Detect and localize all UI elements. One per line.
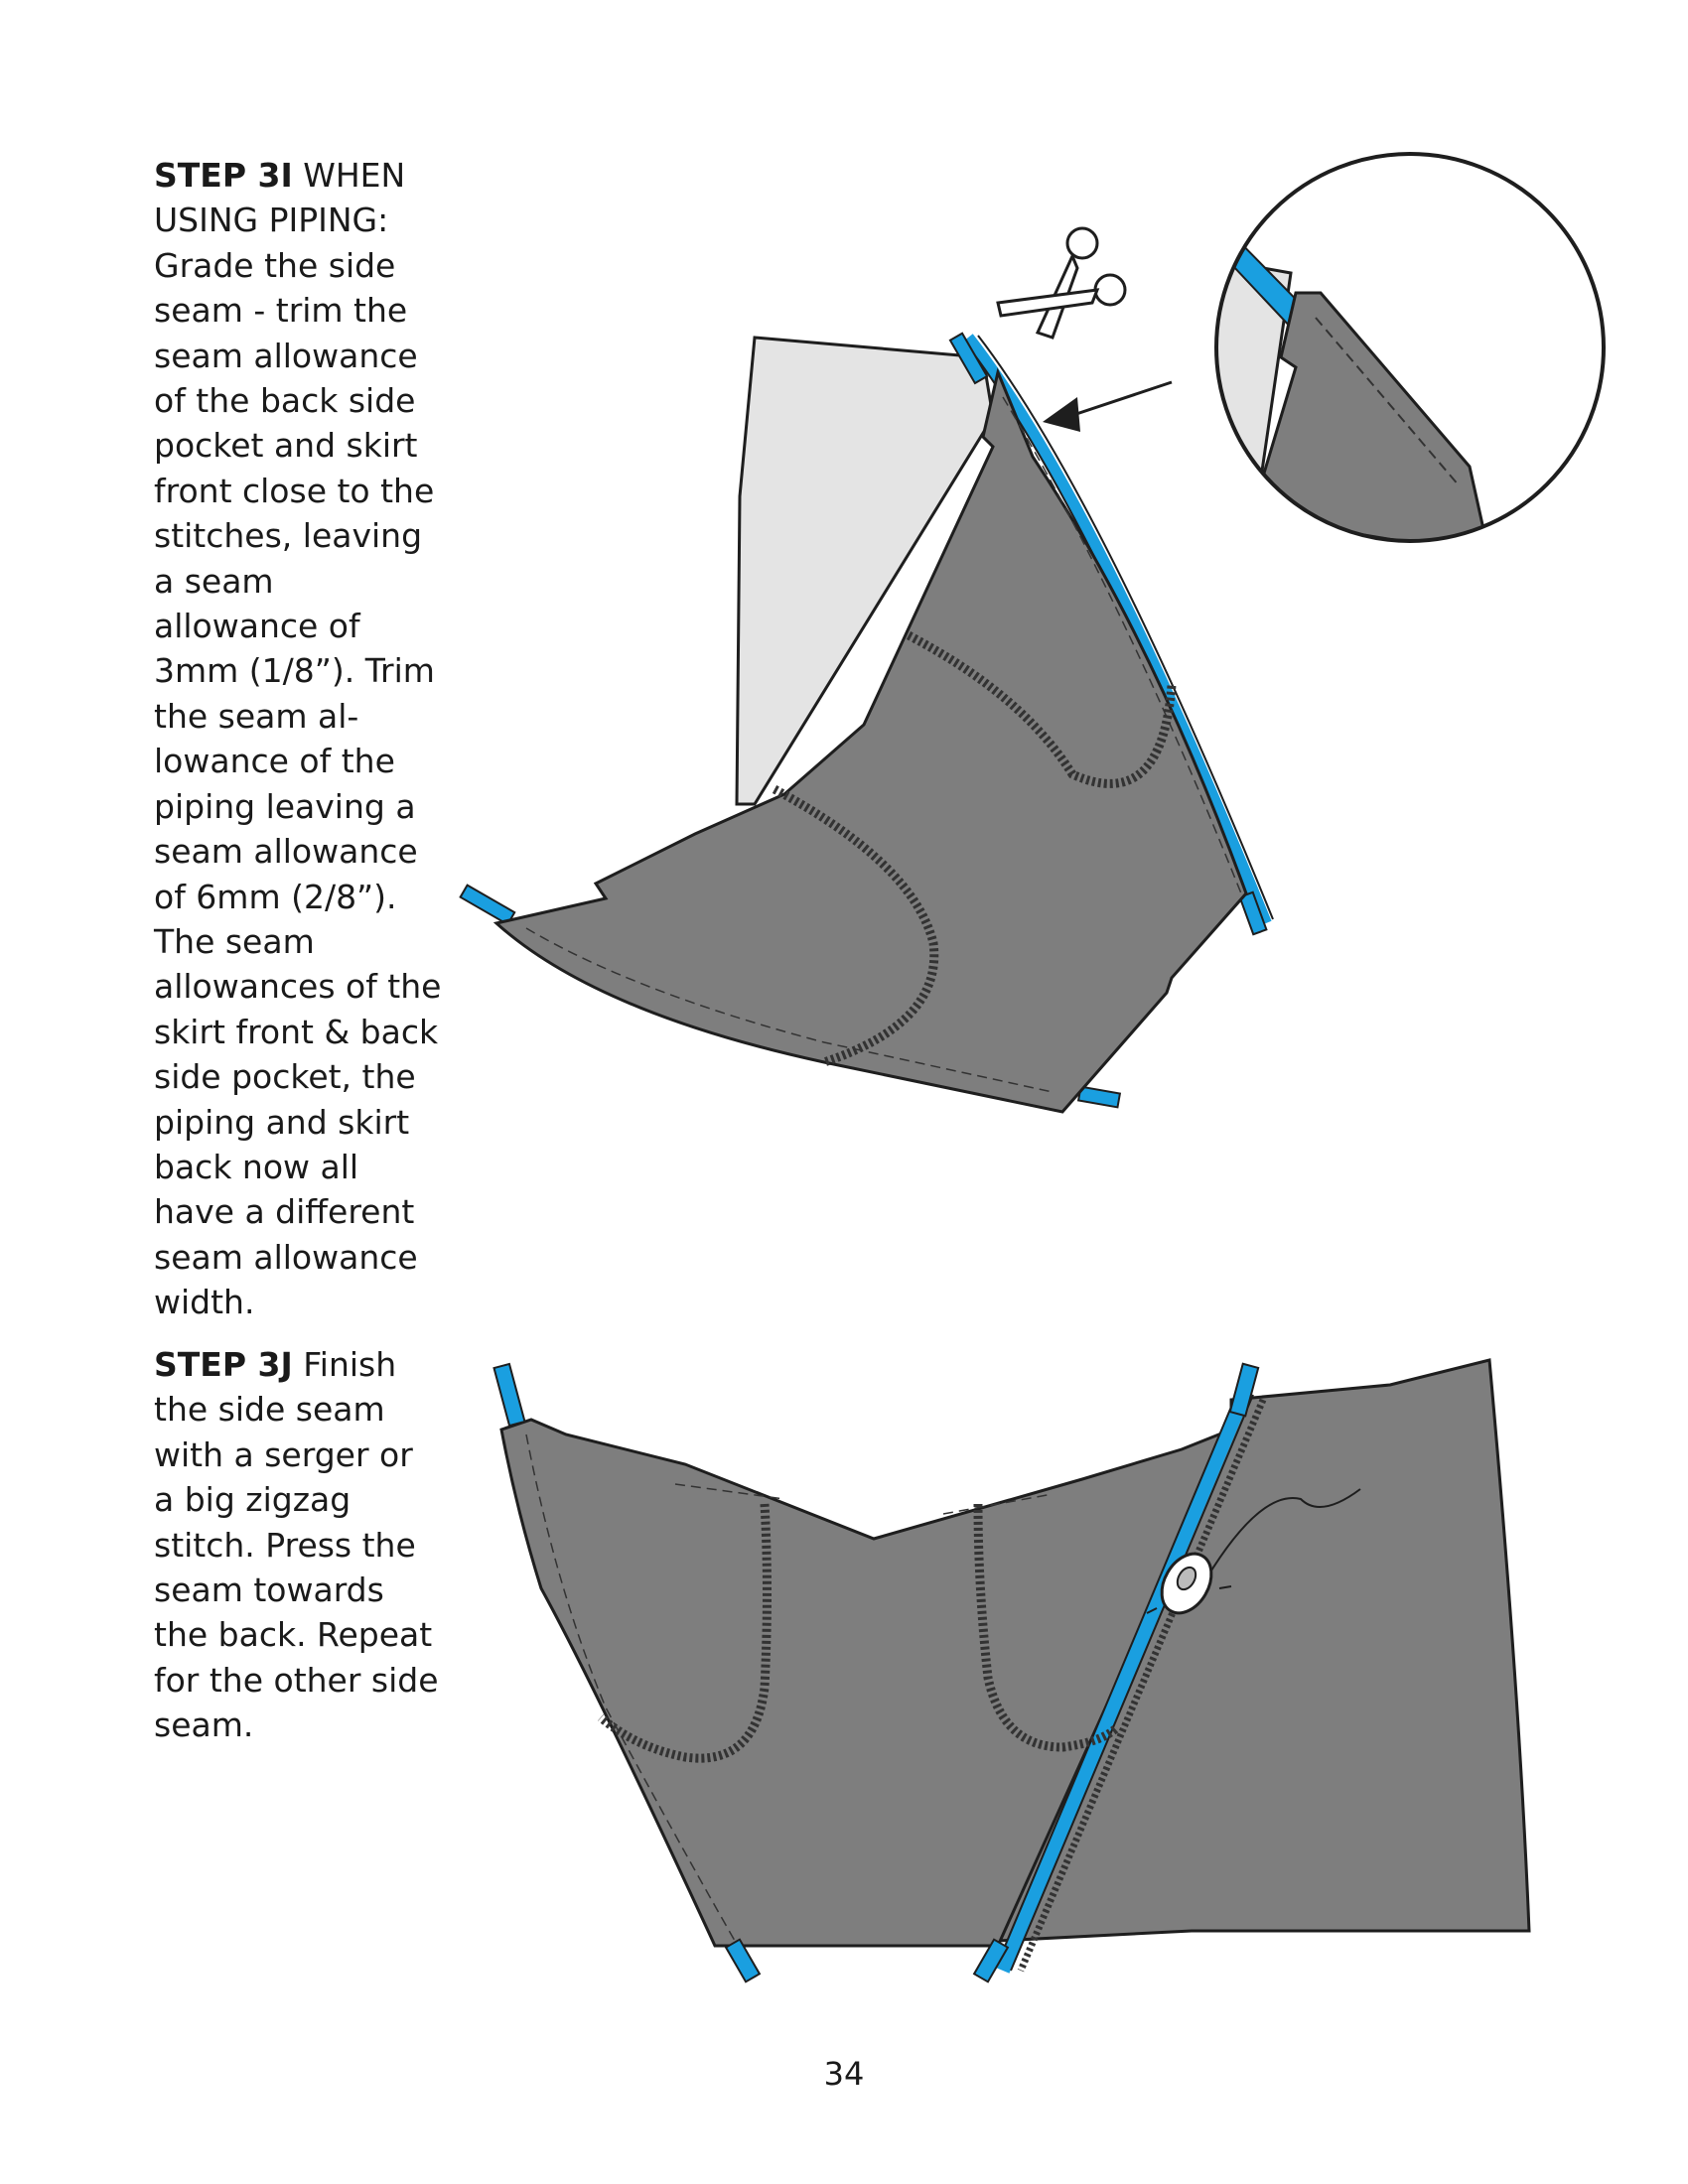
piping-end-tab bbox=[459, 884, 516, 926]
pocket-seam-stitching bbox=[973, 1503, 1121, 1752]
piping-end-tab bbox=[972, 1938, 1010, 1983]
skirt-back-panel-finished bbox=[995, 1358, 1531, 1943]
step-3j-body: Finish the side seam with a serger or a … bbox=[154, 1345, 439, 1745]
seam-detail-magnifier bbox=[1214, 152, 1606, 543]
grading-seam-illustration bbox=[459, 152, 1606, 1114]
pocket-seam-stitching bbox=[772, 785, 939, 1067]
pocket-seam-stitching bbox=[598, 1503, 772, 1763]
step-3i-body: WHEN USING PIPING: Grade the side seam -… bbox=[154, 156, 442, 1322]
step-3j-label: STEP 3J bbox=[154, 1345, 293, 1384]
step-3j-instruction: STEP 3J Finish the side seam with a serg… bbox=[154, 1342, 442, 1748]
finished-seam-piping bbox=[996, 1387, 1253, 1974]
page-number: 34 bbox=[823, 2055, 865, 2093]
step-3i-label: STEP 3I bbox=[154, 156, 293, 195]
piping-end-tab bbox=[724, 1938, 762, 1983]
scissors-icon bbox=[996, 226, 1127, 340]
iron-icon bbox=[1146, 1488, 1361, 1615]
pointer-arrow bbox=[1043, 397, 1080, 432]
piping-end-tab bbox=[492, 1362, 526, 1428]
piping-end-tab bbox=[948, 332, 989, 385]
pocket-seam-stitching bbox=[906, 631, 1177, 788]
skirt-front-panel-finished bbox=[499, 1418, 1234, 1948]
step-3i-instruction: STEP 3I WHEN USING PIPING: Grade the sid… bbox=[154, 153, 442, 1325]
piping-end-tab bbox=[1076, 1085, 1122, 1109]
skirt-front-panel bbox=[492, 367, 1248, 1114]
piping-end-tab bbox=[1228, 1362, 1260, 1418]
